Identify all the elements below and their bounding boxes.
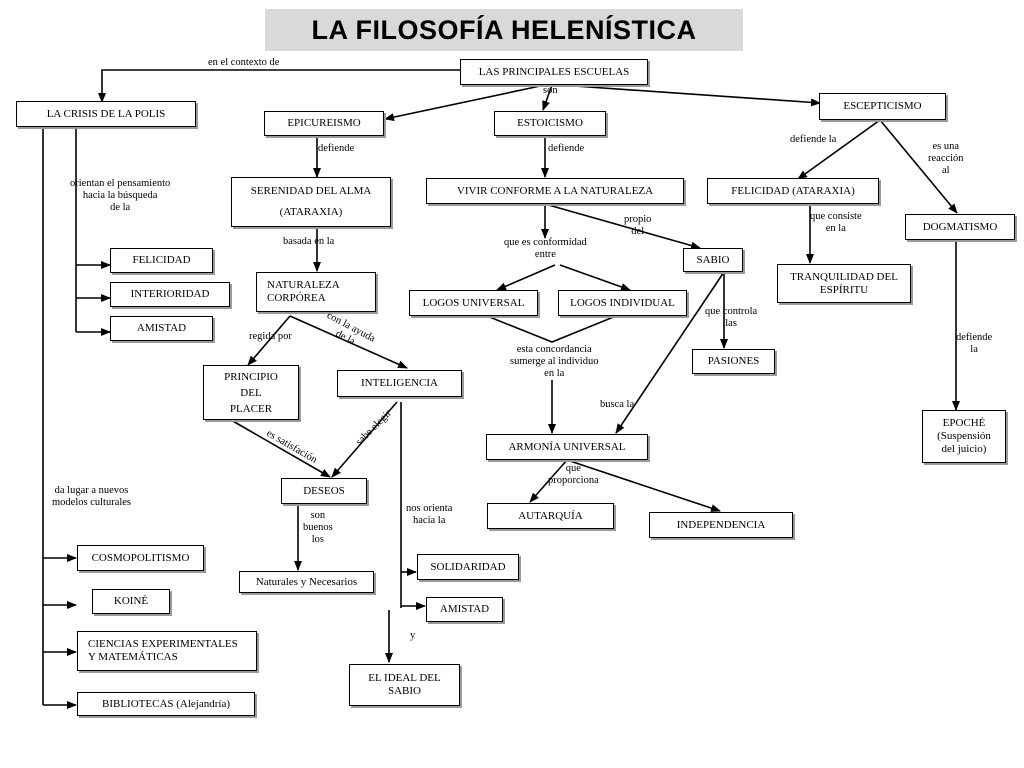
label-nos-orienta: nos orienta hacia la bbox=[406, 503, 453, 526]
link-naturaleza-principio bbox=[247, 315, 291, 366]
label-son: son bbox=[543, 85, 558, 96]
node-naturaleza: NATURALEZA CORPÓREA bbox=[256, 272, 376, 312]
label-contexto: en el contexto de bbox=[208, 57, 280, 68]
link-naturaleza-inteligencia bbox=[289, 315, 408, 369]
link-entre-logos-individual bbox=[559, 264, 631, 291]
label-propio-del: propio del bbox=[624, 214, 652, 237]
node-felicidad: FELICIDAD bbox=[110, 248, 213, 273]
node-amistad-sabio: AMISTAD bbox=[426, 597, 503, 622]
link-armonia-autarquia bbox=[529, 459, 568, 503]
label-defiende-epi: defiende bbox=[318, 143, 355, 154]
node-escepticismo: ESCEPTICISMO bbox=[819, 93, 946, 120]
link-sabio-armonia bbox=[615, 271, 725, 434]
node-escuelas: LAS PRINCIPALES ESCUELAS bbox=[460, 59, 648, 85]
label-que-consiste: que consiste en la bbox=[810, 211, 862, 234]
node-bibliotecas: BIBLIOTECAS (Alejandría) bbox=[77, 692, 255, 716]
link-vivir-sabio bbox=[544, 203, 701, 250]
node-interioridad: INTERIORIDAD bbox=[110, 282, 230, 307]
label-busca-la: busca la bbox=[600, 399, 635, 410]
node-solidaridad: SOLIDARIDAD bbox=[417, 554, 519, 580]
label-que-controla: que controla las bbox=[705, 306, 758, 329]
label-defiende-est: defiende bbox=[548, 143, 585, 154]
label-son-buenos: son buenos los bbox=[303, 510, 333, 545]
label-da-lugar: da lugar a nuevos modelos culturales bbox=[52, 485, 132, 508]
label-que-es-conformidad: que es conformidad entre bbox=[504, 237, 587, 260]
link-escepticismo-dogmatismo bbox=[879, 119, 958, 214]
link-escuelas-escepticismo bbox=[559, 84, 821, 107]
label-regida: regida por bbox=[249, 331, 292, 342]
link-entre-logos-universal bbox=[496, 264, 556, 291]
node-serenidad: SERENIDAD DEL ALMA (ATARAXIA) bbox=[231, 177, 391, 227]
link-escuelas-epicureismo bbox=[384, 84, 546, 122]
node-principio: PRINCIPIO DEL PLACER bbox=[203, 365, 299, 420]
node-deseos: DESEOS bbox=[281, 478, 367, 504]
node-pasiones: PASIONES bbox=[692, 349, 775, 374]
node-sabio: SABIO bbox=[683, 248, 743, 272]
node-koine: KOINÉ bbox=[92, 589, 170, 614]
page-title: LA FILOSOFÍA HELENÍSTICA bbox=[311, 15, 697, 45]
node-tranquilidad: TRANQUILIDAD DEL ESPÍRITU bbox=[777, 264, 911, 303]
node-armonia: ARMONÍA UNIVERSAL bbox=[486, 434, 648, 460]
label-es-una-reaccion: es una reacción al bbox=[928, 141, 964, 176]
link-escepticismo-felicidad bbox=[797, 119, 881, 180]
node-vivir: VIVIR CONFORME A LA NATURALEZA bbox=[426, 178, 684, 204]
title-banner: LA FILOSOFÍA HELENÍSTICA bbox=[265, 9, 743, 51]
label-defiende-epoche: defiende la bbox=[956, 332, 993, 355]
node-inteligencia: INTELIGENCIA bbox=[337, 370, 462, 397]
link-escuelas-estoicismo bbox=[542, 84, 553, 111]
node-ideal-sabio: EL IDEAL DEL SABIO bbox=[349, 664, 460, 706]
label-orientan: orientan el pensamiento hacia la búsqued… bbox=[70, 178, 171, 213]
link-logos-concordancia bbox=[486, 315, 617, 343]
node-cosmopolitismo: COSMOPOLITISMO bbox=[77, 545, 204, 571]
node-logos-universal: LOGOS UNIVERSAL bbox=[409, 290, 538, 316]
label-basada: basada en la bbox=[283, 236, 335, 247]
node-epicureismo: EPICUREISMO bbox=[264, 111, 384, 136]
label-defiende-la: defiende la bbox=[790, 134, 837, 145]
link-inteligencia-deseos bbox=[331, 401, 398, 478]
node-independencia: INDEPENDENCIA bbox=[649, 512, 793, 538]
link-contexto bbox=[98, 69, 460, 103]
node-ciencias: CIENCIAS EXPERIMENTALES Y MATEMÁTICAS bbox=[77, 631, 257, 671]
node-dogmatismo: DOGMATISMO bbox=[905, 214, 1015, 240]
node-estoicismo: ESTOICISMO bbox=[494, 111, 606, 136]
label-esta-concordancia: esta concordancia sumerge al individuo e… bbox=[510, 344, 599, 379]
link-principio-deseos bbox=[230, 419, 331, 478]
node-logos-individual: LOGOS INDIVIDUAL bbox=[558, 290, 687, 316]
node-autarquia: AUTARQUÍA bbox=[487, 503, 614, 529]
node-crisis: LA CRISIS DE LA POLIS bbox=[16, 101, 196, 127]
node-amistad-crisis: AMISTAD bbox=[110, 316, 213, 341]
link-armonia-independencia bbox=[566, 459, 721, 512]
label-que-proporciona: que proporciona bbox=[548, 463, 599, 486]
node-naturales: Naturales y Necesarios bbox=[239, 571, 374, 593]
label-y: y bbox=[410, 630, 416, 641]
node-epoche: EPOCHÉ (Suspensión del juicio) bbox=[922, 410, 1006, 463]
node-felicidad-ataraxia: FELICIDAD (ATARAXIA) bbox=[707, 178, 879, 204]
